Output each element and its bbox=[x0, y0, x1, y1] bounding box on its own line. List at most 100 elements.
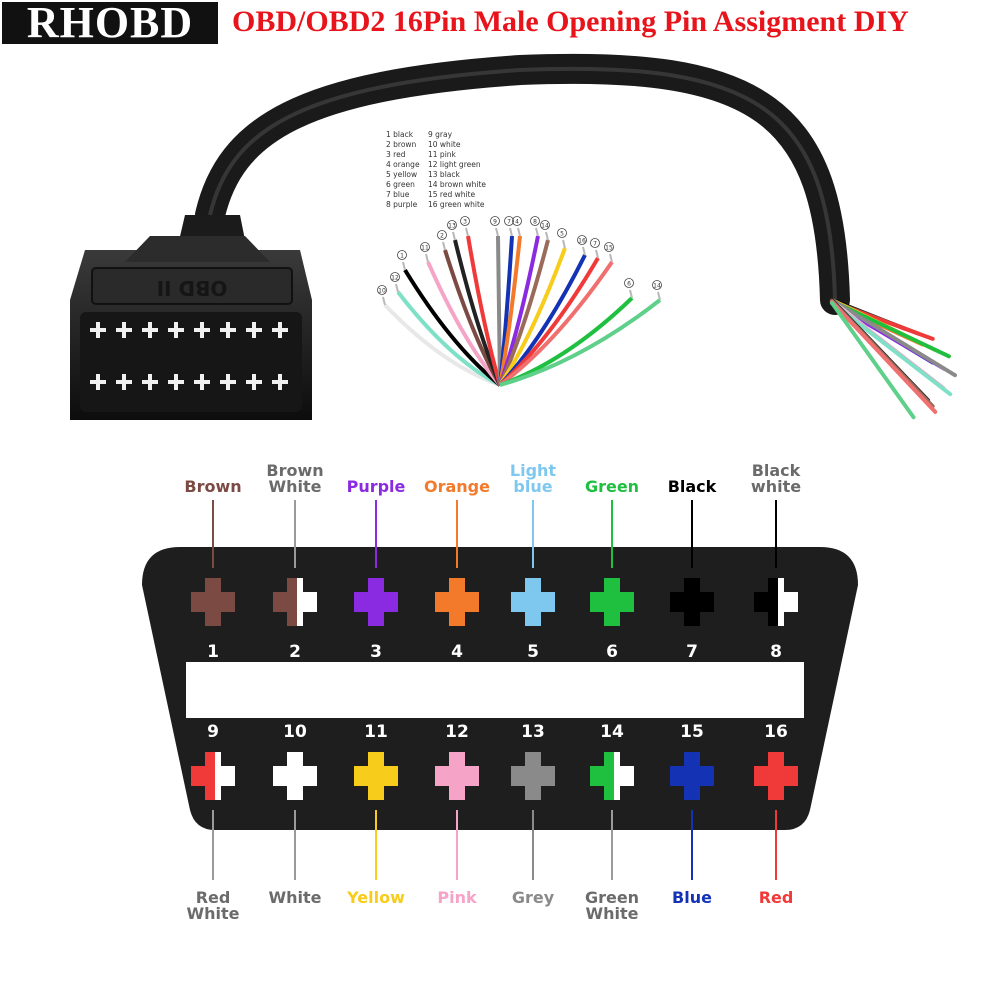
fan-wire bbox=[499, 298, 662, 387]
pinout-diagram: Brown1BrownWhite2Purple3Orange4Lightblue… bbox=[142, 461, 858, 923]
wire-tag-number: 3 bbox=[463, 219, 467, 226]
wire-list-item: 8 purple bbox=[386, 200, 418, 209]
wire-list-item: 7 blue bbox=[386, 190, 410, 199]
fan-wire bbox=[466, 235, 502, 386]
pin-number: 10 bbox=[283, 722, 307, 742]
wire-tag-icon bbox=[447, 220, 457, 230]
pin-symbol-icon bbox=[590, 578, 634, 626]
wire-tag-number: 5 bbox=[560, 231, 564, 238]
wire-list-item: 5 yellow bbox=[386, 170, 417, 179]
wire-color-label: White bbox=[268, 888, 321, 907]
wire-color-label: Blue bbox=[672, 888, 712, 907]
pin-number: 8 bbox=[770, 642, 782, 662]
wire-color-label: Green bbox=[585, 477, 639, 496]
wire-tag-number: 8 bbox=[533, 219, 537, 226]
wire-tag-number: 9 bbox=[493, 219, 497, 226]
pin-symbol-icon bbox=[435, 752, 479, 800]
wire-tag-icon bbox=[490, 216, 500, 226]
pin-number: 12 bbox=[445, 722, 469, 742]
fan-wire bbox=[498, 260, 614, 387]
pin-number: 9 bbox=[207, 722, 219, 742]
wire-color-label: White bbox=[268, 477, 321, 496]
wire-color-label: White bbox=[585, 904, 638, 923]
pin-number: 16 bbox=[764, 722, 788, 742]
pin-symbol-icon bbox=[590, 752, 634, 800]
wire-color-label: Light bbox=[510, 461, 557, 480]
wire-tag-icon bbox=[504, 216, 514, 226]
wire-list-item: 2 brown bbox=[386, 140, 417, 149]
wire-tag-icon bbox=[460, 216, 470, 226]
wire-tag-icon bbox=[530, 216, 540, 226]
pin-number: 15 bbox=[680, 722, 704, 742]
wire-tag-icon bbox=[590, 238, 600, 248]
fan-wire bbox=[496, 235, 502, 386]
page-title: OBD/OBD2 16Pin Male Opening Pin Assigmen… bbox=[232, 5, 909, 38]
wire-tag-icon bbox=[577, 235, 587, 245]
brand-logo: RHOBD bbox=[2, 1, 218, 45]
wire-list-item: 6 green bbox=[386, 180, 415, 189]
wire-color-label: Orange bbox=[424, 477, 490, 496]
pin-symbol-icon bbox=[670, 578, 714, 626]
wire-color-label: Red bbox=[196, 888, 231, 907]
wire-tail bbox=[830, 298, 957, 420]
wire-tag-number: 7 bbox=[593, 241, 597, 248]
wire-tag-number: 2 bbox=[440, 233, 444, 240]
wire-color-label: Purple bbox=[347, 477, 406, 496]
wire-tag-number: 10 bbox=[378, 288, 386, 295]
tail-wire bbox=[830, 298, 957, 378]
wire-list-item: 3 red bbox=[386, 150, 406, 159]
pin-symbol-icon bbox=[754, 578, 798, 626]
pin-symbol-icon bbox=[354, 578, 398, 626]
cable-photo: OBD II 1 black 2 brown 3 red 4 orange 5 … bbox=[70, 53, 957, 420]
pin-symbol-icon bbox=[511, 578, 555, 626]
wire-list-item: 9 gray bbox=[428, 130, 453, 139]
wire-tag-icon bbox=[557, 228, 567, 238]
wire-tag-number: 16 bbox=[578, 238, 586, 245]
wire-color-label: Yellow bbox=[346, 888, 405, 907]
wire-tag-icon bbox=[652, 280, 662, 290]
pin-symbol-icon bbox=[435, 578, 479, 626]
wire-color-label: Black bbox=[668, 477, 717, 496]
wire-color-label: blue bbox=[513, 477, 552, 496]
pin-symbol-icon bbox=[273, 752, 317, 800]
pin-number: 14 bbox=[600, 722, 624, 742]
pin-symbol-icon bbox=[273, 578, 317, 626]
wire-color-label: Grey bbox=[512, 888, 555, 907]
pin-number: 6 bbox=[606, 642, 618, 662]
wire-color-label: Red bbox=[759, 888, 794, 907]
wire-tag-number: 4 bbox=[515, 219, 519, 226]
fan-wire bbox=[498, 239, 550, 386]
tail-wire bbox=[830, 300, 938, 414]
wire-list-item: 13 black bbox=[428, 170, 460, 179]
pin-symbol-icon bbox=[191, 578, 235, 626]
wire-tag-number: 11 bbox=[421, 245, 429, 252]
wire-list-item: 1 black bbox=[386, 130, 414, 139]
wire-color-label: Brown bbox=[266, 461, 323, 480]
tail-wire bbox=[830, 301, 916, 420]
pin-symbol-icon bbox=[354, 752, 398, 800]
wire-tag-number: 15 bbox=[605, 245, 613, 252]
wire-color-label: White bbox=[186, 904, 239, 923]
connector-slot bbox=[186, 662, 804, 718]
connector-marking: OBD II bbox=[157, 276, 228, 300]
wire-list-item: 14 brown white bbox=[428, 180, 486, 189]
wire-tag-icon bbox=[390, 272, 400, 282]
wire-list: 1 black 2 brown 3 red 4 orange 5 yellow … bbox=[386, 130, 486, 209]
wire-list-item: 12 light green bbox=[428, 160, 481, 169]
cable bbox=[195, 53, 850, 315]
pin-number: 11 bbox=[364, 722, 388, 742]
wire-tag-icon bbox=[437, 230, 447, 240]
wire-color-label: Black bbox=[752, 461, 801, 480]
pin-number: 2 bbox=[289, 642, 301, 662]
obd-connector-body: OBD II bbox=[70, 236, 312, 420]
wire-tag-icon bbox=[377, 285, 387, 295]
pin-number: 7 bbox=[686, 642, 698, 662]
wire-color-label: Brown bbox=[184, 477, 241, 496]
pin-symbol-icon bbox=[511, 752, 555, 800]
wire-tag-number: 14 bbox=[541, 223, 549, 230]
wire-tag-icon bbox=[420, 242, 430, 252]
wire-tag-icon bbox=[624, 278, 634, 288]
pin-number: 3 bbox=[370, 642, 382, 662]
fan-wire bbox=[426, 261, 502, 387]
